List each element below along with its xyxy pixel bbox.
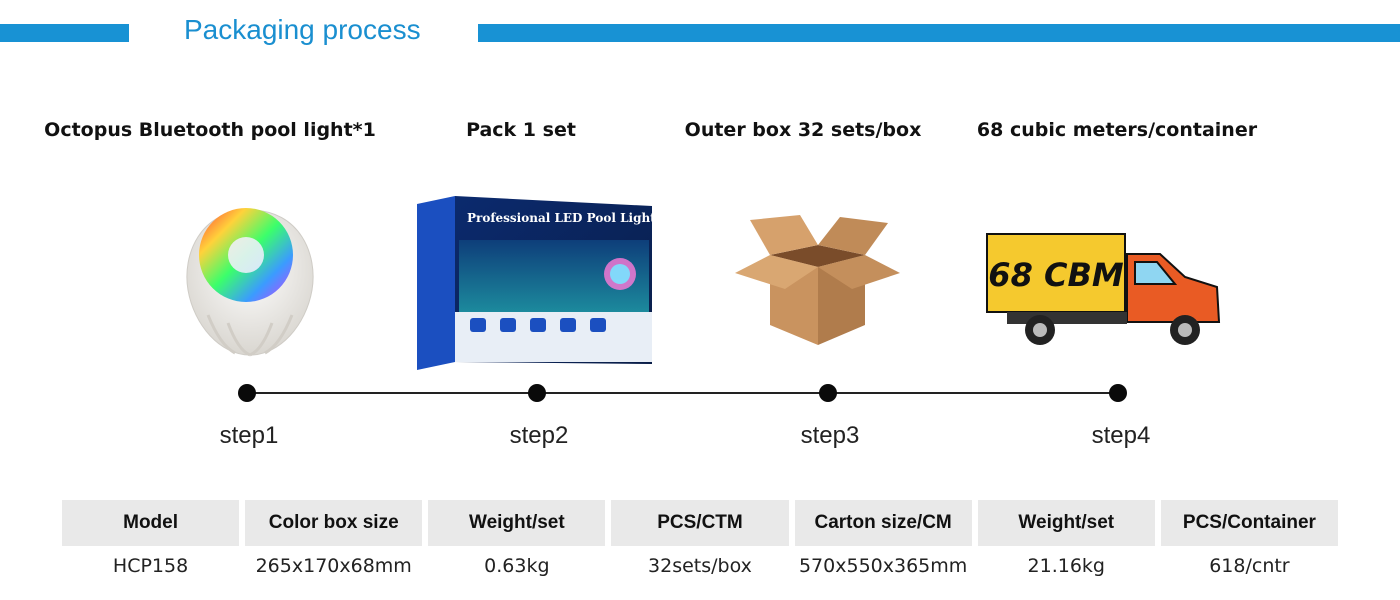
table-header-cell: PCS/Container [1160,500,1338,546]
table-cell: 21.16kg [1027,555,1105,577]
timeline-dot-step4 [1109,384,1127,402]
table-cell: 32sets/box [648,555,752,577]
truck-image: 68 CBM [986,233,1221,345]
timeline-dot-step3 [819,384,837,402]
timeline-line [247,392,1119,394]
header-bar-right [478,24,1400,42]
table-cell: HCP158 [112,555,189,577]
step1-heading: Octopus Bluetooth pool light*1 [44,119,376,141]
page-title: Packaging process [184,14,421,45]
step3-heading: Outer box 32 sets/box [684,119,922,141]
color-box-image: Professional LED Pool Light [417,196,655,370]
timeline-dot-step1 [238,384,256,402]
step3-label: step3 [800,422,860,449]
step2-heading: Pack 1 set [466,119,576,141]
table-cell: 265x170x68mm [255,555,412,577]
table-header-cell: PCS/CTM [611,500,789,546]
carton-image [735,215,900,345]
box-title-text: Professional LED Pool Light [467,211,655,225]
table-header-cell: Model [62,500,240,546]
table-header-row: Model Color box size Weight/set PCS/CTM … [62,500,1338,546]
table-header-cell: Weight/set [428,500,606,546]
spec-table: Model Color box size Weight/set PCS/CTM … [62,500,1338,586]
step4-label: step4 [1091,422,1151,449]
table-row: HCP158 265x170x68mm 0.63kg 32sets/box 57… [62,546,1338,586]
table-cell: 0.63kg [484,555,550,577]
step4-heading: 68 cubic meters/container [976,119,1258,141]
timeline-dot-step2 [528,384,546,402]
table-header-cell: Weight/set [977,500,1155,546]
table-header-cell: Color box size [245,500,423,546]
header-bar-left [0,24,129,42]
step1-label: step1 [219,422,279,449]
truck-cbm-text: 68 CBM [988,256,1124,294]
table-cell: 570x550x365mm [798,555,968,577]
table-header-cell: Carton size/CM [794,500,972,546]
pool-light-image [186,208,314,357]
table-cell: 618/cntr [1209,555,1290,577]
step2-label: step2 [509,422,569,449]
